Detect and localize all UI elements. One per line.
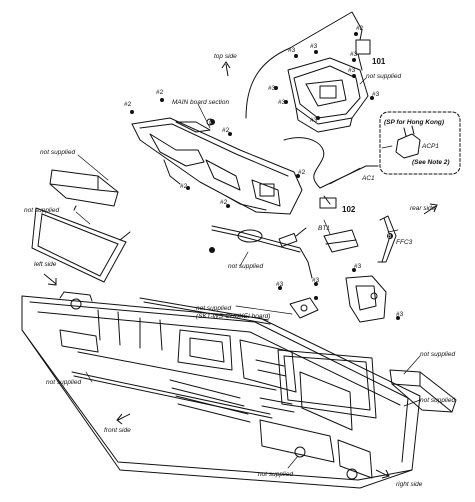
screw-marker — [294, 54, 298, 58]
hash2-label: #2 — [220, 199, 228, 206]
acp1-label: ACP1 — [421, 143, 439, 150]
point-b-marker — [387, 233, 393, 239]
hash3-label: #3 — [350, 51, 358, 58]
hash3-label: #3 — [348, 67, 356, 74]
screw-marker — [370, 96, 374, 100]
sk1-board-label: (SK1-WS-CHUKEI board) — [196, 313, 270, 320]
not-supplied-cable: not supplied — [228, 263, 263, 270]
base-chassis — [21, 291, 421, 489]
screw-marker — [186, 186, 190, 190]
screw-marker — [278, 286, 282, 290]
hash3-label: #3 — [288, 47, 296, 54]
right-foam-pad — [389, 369, 457, 413]
screw-marker — [228, 132, 232, 136]
rear-side-label: rear side — [410, 205, 436, 212]
not-supplied-upper: not supplied — [366, 73, 401, 80]
not-supplied-right-pad: not supplied — [420, 351, 455, 358]
screw-marker — [130, 110, 134, 114]
hash3-label: #3 — [396, 311, 404, 318]
hash3-label: #3 — [276, 281, 284, 288]
not-supplied-rod: not supplied — [46, 379, 81, 386]
left-foam-pad — [49, 169, 119, 207]
hash2-label: #2 — [124, 101, 132, 108]
see-note-label: (See Note 2) — [412, 159, 450, 166]
point-a-marker — [209, 247, 215, 253]
left-side-label: left side — [34, 261, 57, 268]
hash3-label: #3 — [310, 117, 318, 124]
hash3-label: #3 — [310, 43, 318, 50]
ac1-label: AC1 — [361, 175, 375, 182]
screw-marker — [314, 282, 318, 286]
top-side-label: top side — [214, 53, 237, 60]
screw-markers — [130, 32, 400, 320]
screw-marker — [274, 86, 278, 90]
sk1-board — [289, 297, 319, 319]
screw-marker — [352, 74, 356, 78]
hash2-label: #2 — [356, 25, 364, 32]
point-b-label: B — [388, 234, 392, 240]
screw-marker — [352, 58, 356, 62]
guide-rods — [71, 297, 277, 419]
point-a-marker — [209, 119, 215, 125]
right-grille-frame — [277, 349, 377, 419]
screw-marker — [226, 204, 230, 208]
leader-lines — [75, 77, 421, 469]
not-supplied-sk1: not supplied — [196, 305, 231, 312]
hash3-label: #3 — [278, 99, 286, 106]
screw-marker — [284, 100, 288, 104]
hash3-label: #3 — [312, 277, 320, 284]
right-side-label: right side — [396, 481, 423, 488]
hong-kong-inset — [379, 111, 461, 175]
not-supplied-bottom: not supplied — [258, 471, 293, 478]
not-supplied-left-frame: not supplied — [24, 207, 59, 214]
screw-marker — [160, 98, 164, 102]
hash2-label: #2 — [180, 183, 188, 190]
upper-mechanism — [287, 39, 371, 133]
hash3-label: #3 — [268, 85, 276, 92]
ffc3-label: FFC3 — [396, 239, 413, 246]
hash2-label: #2 — [298, 169, 306, 176]
sp-hong-kong-label: (SP for Hong Kong) — [384, 119, 444, 126]
part-101-label: 101 — [372, 57, 386, 66]
main-board-label: MAIN board section — [172, 99, 229, 106]
hash2-label: #2 — [222, 127, 230, 134]
part-102-label: 102 — [342, 205, 356, 214]
right-bracket — [345, 275, 387, 323]
hash2-label: #2 — [156, 89, 164, 96]
main-board-section — [131, 117, 303, 215]
direction-arrows — [43, 61, 438, 479]
screw-marker — [396, 316, 400, 320]
left-grille-frame — [31, 205, 131, 283]
cables — [211, 11, 379, 279]
screw-marker — [354, 32, 358, 36]
not-supplied-left-pad: not supplied — [40, 149, 75, 156]
hash3-label: #3 — [354, 263, 362, 270]
bt1-label: BT1 — [318, 225, 330, 232]
point-a-label: A — [208, 120, 212, 126]
screw-marker — [352, 268, 356, 272]
not-supplied-right-frame: not supplied — [420, 397, 455, 404]
front-side-label: front side — [104, 427, 131, 434]
screw-marker — [314, 296, 318, 300]
screw-marker — [296, 174, 300, 178]
ffc3-cable — [377, 215, 397, 263]
screw-marker — [316, 116, 320, 120]
hash3-label: #3 — [372, 91, 380, 98]
screw-marker — [314, 50, 318, 54]
bt1-module — [323, 229, 359, 253]
